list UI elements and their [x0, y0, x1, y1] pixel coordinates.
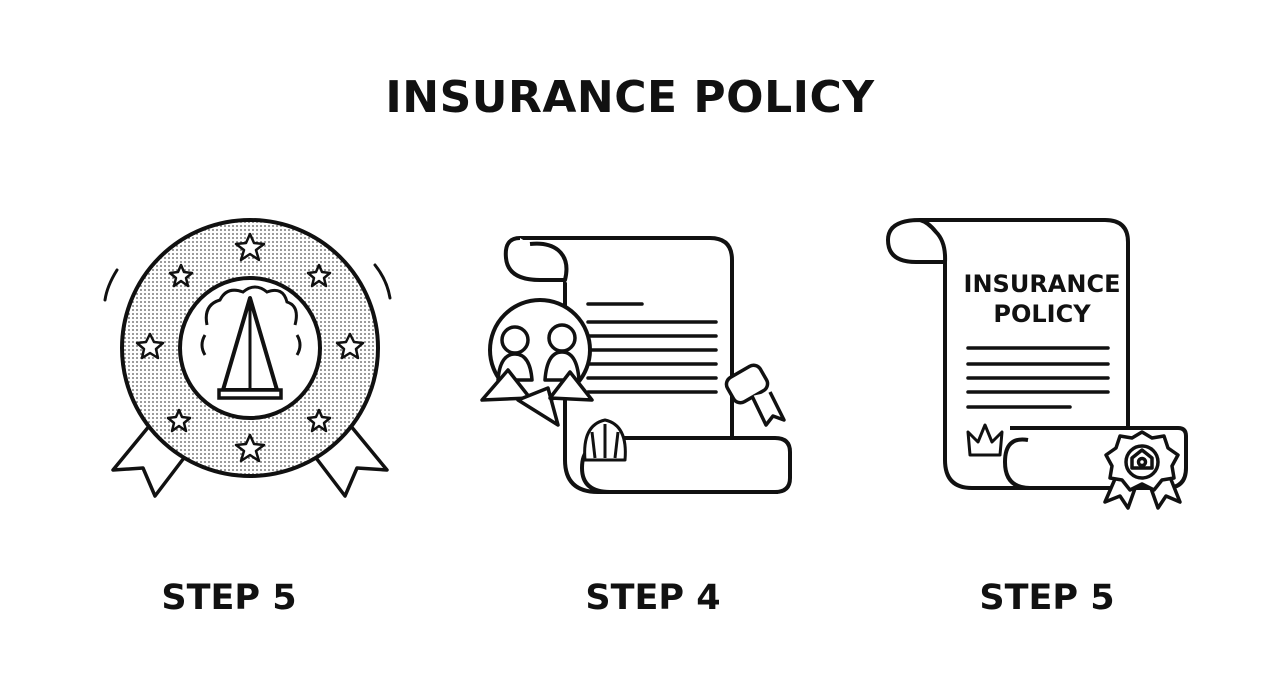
- step-label: STEP 5: [161, 578, 297, 618]
- step-label: STEP 4: [585, 578, 721, 618]
- document-title-line2: POLICY: [993, 300, 1091, 328]
- step-label: STEP 5: [979, 578, 1115, 618]
- insurance-policy-scroll-icon: INSURANCE POLICY: [880, 210, 1200, 520]
- document-title-line1: INSURANCE: [964, 270, 1121, 298]
- page-title: INSURANCE POLICY: [385, 72, 875, 123]
- policy-scroll-with-people-icon: [470, 220, 810, 520]
- medal-badge-icon: [95, 200, 405, 510]
